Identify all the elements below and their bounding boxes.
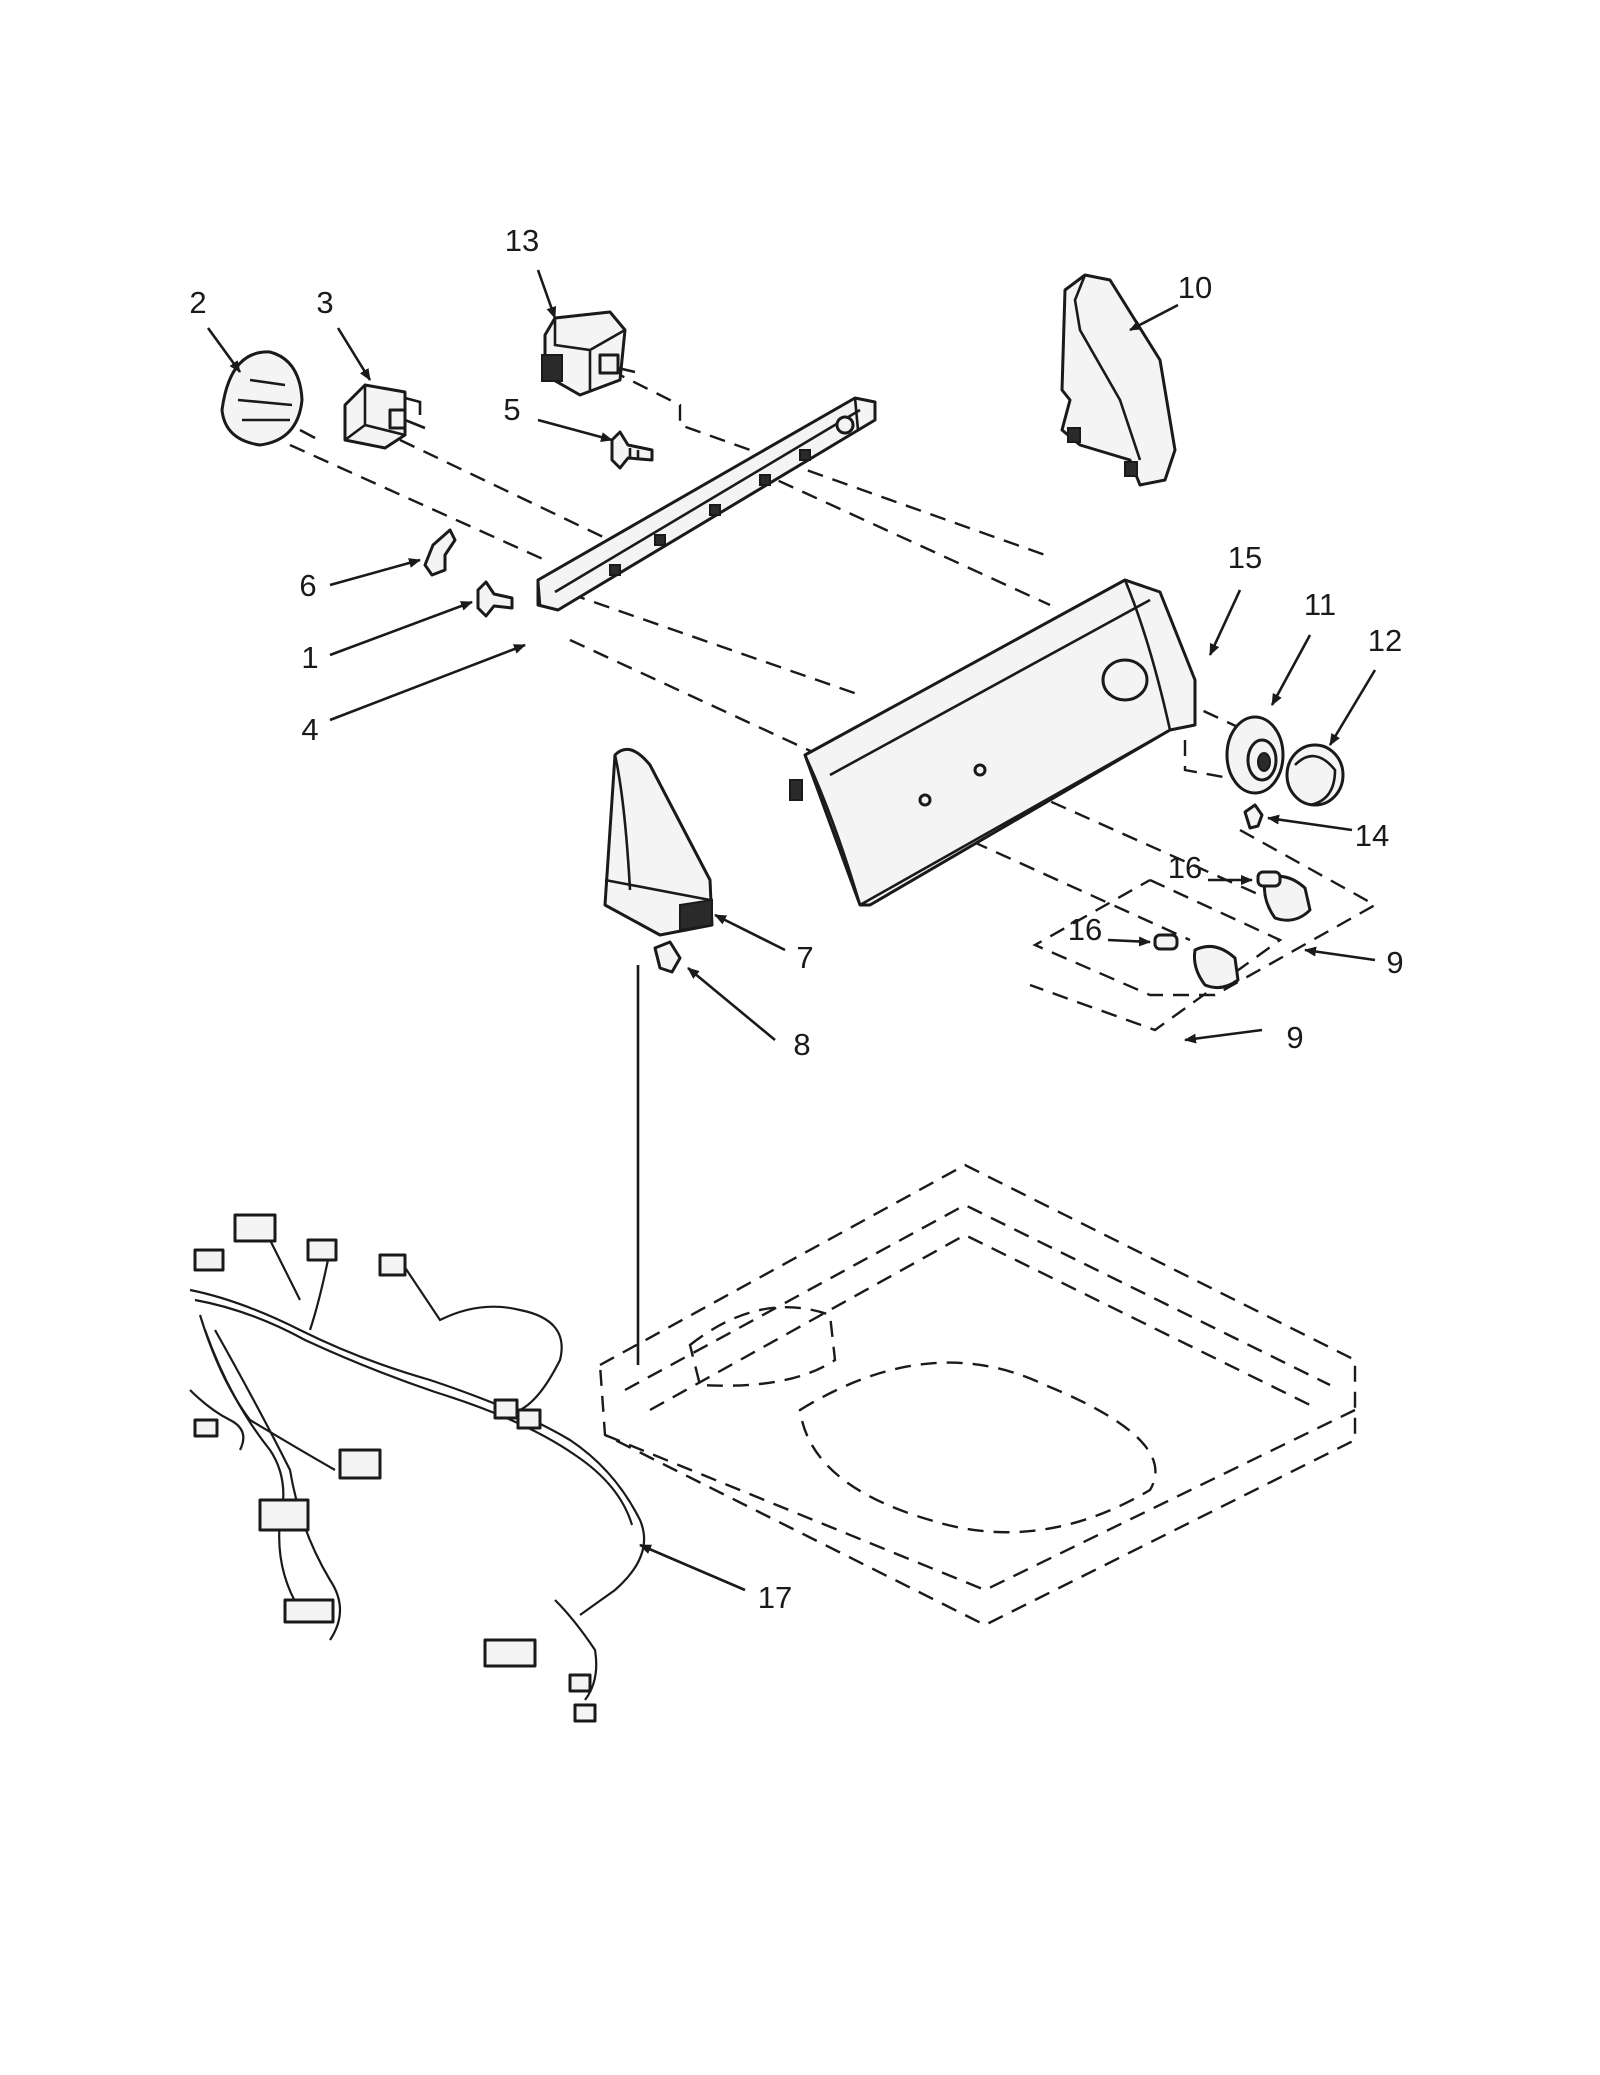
part-13-control <box>541 310 636 397</box>
part-7-end-cap <box>603 747 714 937</box>
part-3-switch <box>343 383 426 450</box>
part-17-wire-harness <box>189 1213 646 1723</box>
callout-3: 3 <box>316 285 333 320</box>
part-1-screw <box>476 580 514 618</box>
part-14-screw <box>1243 803 1264 830</box>
top-panel-reference <box>598 1163 1357 1627</box>
callout-12: 12 <box>1368 623 1402 658</box>
callout-7: 7 <box>796 940 813 975</box>
part-10-end-cap <box>1060 273 1177 487</box>
part-11-knob-mount <box>1225 715 1285 795</box>
console-bracket <box>536 396 877 612</box>
callout-9a: 9 <box>1386 945 1403 980</box>
callout-leaders <box>206 269 1377 1592</box>
callout-9b: 9 <box>1286 1020 1303 1055</box>
part-8-clip <box>636 940 682 1365</box>
callout-16a: 16 <box>1168 850 1202 885</box>
callout-14: 14 <box>1355 818 1389 853</box>
callout-17: 17 <box>758 1580 792 1615</box>
callout-6: 6 <box>299 568 316 603</box>
callout-16b: 16 <box>1068 912 1102 947</box>
callout-15: 15 <box>1228 540 1262 575</box>
callout-13: 13 <box>505 223 539 258</box>
callout-11: 11 <box>1304 587 1336 622</box>
callout-10: 10 <box>1178 270 1212 305</box>
part-12-knob <box>1285 743 1345 807</box>
callout-labels: 2 3 13 10 5 6 1 4 15 11 12 14 16 16 9 9 … <box>189 223 1403 1615</box>
part-9-knob-group <box>1029 828 1378 1032</box>
part-15-console <box>789 578 1197 907</box>
callout-5: 5 <box>503 392 520 427</box>
callout-4: 4 <box>301 712 318 747</box>
callout-1: 1 <box>301 640 318 675</box>
callout-8: 8 <box>793 1027 810 1062</box>
callout-2: 2 <box>189 285 206 320</box>
part-6-clip <box>423 528 457 577</box>
part-5-screw <box>610 430 654 470</box>
part-2-switch <box>220 350 316 447</box>
